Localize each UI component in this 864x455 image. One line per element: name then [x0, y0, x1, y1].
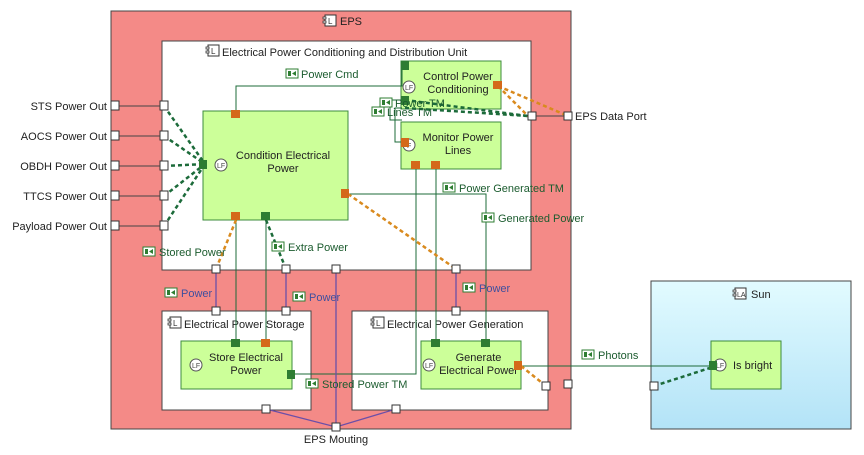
- svg-text:LF: LF: [425, 363, 433, 370]
- port-mounting[interactable]: [331, 422, 341, 432]
- exchange-icon: [271, 241, 285, 252]
- port-sts[interactable]: [110, 100, 120, 111]
- bright-label: Is bright: [733, 360, 772, 372]
- function-icon: LF: [189, 358, 203, 372]
- exchange-icon: [142, 246, 156, 257]
- component-icon: L: [167, 316, 182, 329]
- exchange-stored-power-tm[interactable]: [292, 169, 417, 375]
- label-aocs: AOCS Power Out: [21, 131, 107, 143]
- external-ports: [110, 100, 659, 432]
- svg-text:L: L: [376, 319, 381, 328]
- component-icon: L: [370, 316, 385, 329]
- epcdu-label: Electrical Power Conditioning and Distri…: [222, 47, 467, 59]
- label-link-power-right: Power: [479, 283, 511, 295]
- exchange-icon: [164, 287, 178, 298]
- function-generate[interactable]: LF Generate Electrical Power: [420, 340, 522, 390]
- exchange-icon: [462, 282, 476, 293]
- exchange-icon: [285, 68, 299, 79]
- control-label: Control Power Conditioning: [423, 71, 493, 96]
- svg-text:LA: LA: [737, 292, 746, 299]
- label-power-cmd: Power Cmd: [301, 69, 358, 81]
- function-icon: F: [402, 138, 416, 152]
- label-ttcs: TTCS Power Out: [23, 191, 107, 203]
- function-store[interactable]: LF Store Electrical Power: [180, 340, 293, 390]
- function-bright[interactable]: LF Is bright: [710, 340, 782, 390]
- label-extra-power: Extra Power: [288, 242, 348, 254]
- label-link-power-mid: Power: [309, 292, 341, 304]
- generate-label: Generate Electrical Power: [439, 352, 518, 377]
- exchange-icon: [371, 106, 385, 117]
- exchange-power-cmd[interactable]: [235, 68, 403, 110]
- condition-label: Condition Electrical Power: [235, 150, 331, 175]
- exchange-icon: [481, 212, 495, 223]
- svg-text:L: L: [173, 319, 178, 328]
- component-icon: L: [205, 44, 220, 57]
- generation-label: Electrical Power Generation: [387, 319, 523, 331]
- component-icon: L: [322, 14, 337, 27]
- label-power-tm: Power TM: [395, 98, 445, 110]
- function-icon: LF: [214, 158, 228, 172]
- function-icon: LF: [422, 358, 436, 372]
- functional-exchanges: [235, 68, 711, 375]
- exchange-lines-tm[interactable]: [394, 107, 402, 143]
- svg-text:LF: LF: [405, 85, 413, 92]
- store-label: Store Electrical Power: [209, 352, 283, 377]
- label-photons: Photons: [598, 350, 639, 362]
- storage-label: Electrical Power Storage: [184, 319, 304, 331]
- label-data-port: EPS Data Port: [575, 111, 647, 123]
- label-stored-power: Stored Power: [159, 247, 226, 259]
- exchange-icon: [292, 291, 306, 302]
- function-ports: [199, 61, 717, 379]
- sun-label: Sun: [751, 289, 771, 301]
- label-stored-power-tm: Stored Power TM: [322, 379, 407, 391]
- port-obdh[interactable]: [110, 160, 120, 171]
- exchange-icon: [581, 349, 595, 360]
- eps-label: EPS: [340, 16, 362, 28]
- exchange-icon: [442, 182, 456, 193]
- label-obdh: OBDH Power Out: [20, 161, 107, 173]
- port-data[interactable]: [563, 111, 573, 121]
- svg-text:LF: LF: [716, 363, 724, 370]
- function-condition[interactable]: LF Condition Electrical Power: [202, 110, 349, 221]
- svg-text:LF: LF: [192, 363, 200, 370]
- exchange-power-tm[interactable]: [389, 99, 402, 121]
- exchange-icon: [305, 378, 319, 389]
- function-icon: LF: [402, 80, 416, 94]
- port-allocations: [162, 84, 717, 388]
- label-generated-power: Generated Power: [498, 213, 585, 225]
- label-power-generated-tm: Power Generated TM: [459, 183, 564, 195]
- monitor-label: Monitor Power Lines: [422, 132, 494, 157]
- function-icon: LF: [713, 358, 727, 372]
- label-payload: Payload Power Out: [12, 221, 107, 233]
- svg-text:LF: LF: [217, 163, 225, 170]
- function-control[interactable]: LF Control Power Conditioning: [400, 60, 502, 110]
- label-lines-tm: Lines TM: [387, 107, 432, 119]
- port-ttcs[interactable]: [110, 190, 120, 201]
- svg-text:F: F: [407, 143, 411, 150]
- port-payload[interactable]: [110, 220, 120, 231]
- svg-text:L: L: [211, 47, 216, 56]
- label-mounting: EPS Mouting: [304, 434, 368, 446]
- label-sts: STS Power Out: [31, 101, 107, 113]
- component-icon: LA: [732, 287, 747, 300]
- svg-text:L: L: [328, 17, 333, 26]
- label-link-power-left: Power: [181, 288, 213, 300]
- exchange-icon: [379, 97, 393, 108]
- exchange-generated-power[interactable]: [348, 193, 487, 343]
- port-aocs[interactable]: [110, 130, 120, 141]
